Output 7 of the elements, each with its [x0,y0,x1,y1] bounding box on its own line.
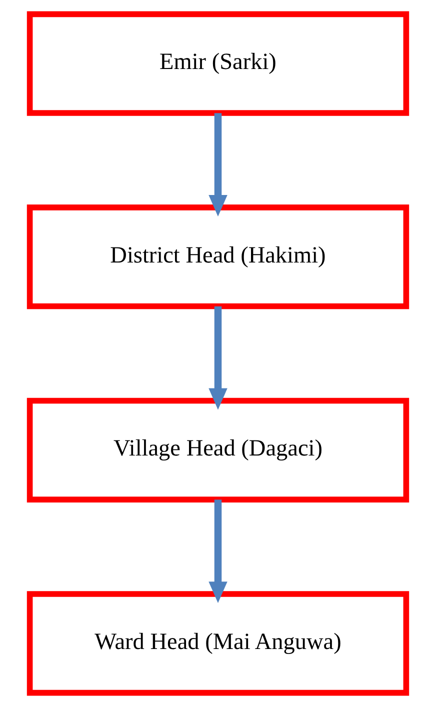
arrow [208,306,228,410]
arrow [208,500,228,603]
node-box: Village Head (Dagaci) [26,398,410,502]
node-box: Ward Head (Mai Anguwa) [26,591,410,696]
arrow [208,113,228,216]
node-box: Emir (Sarki) [26,11,410,116]
node-box: District Head (Hakimi) [26,204,410,310]
